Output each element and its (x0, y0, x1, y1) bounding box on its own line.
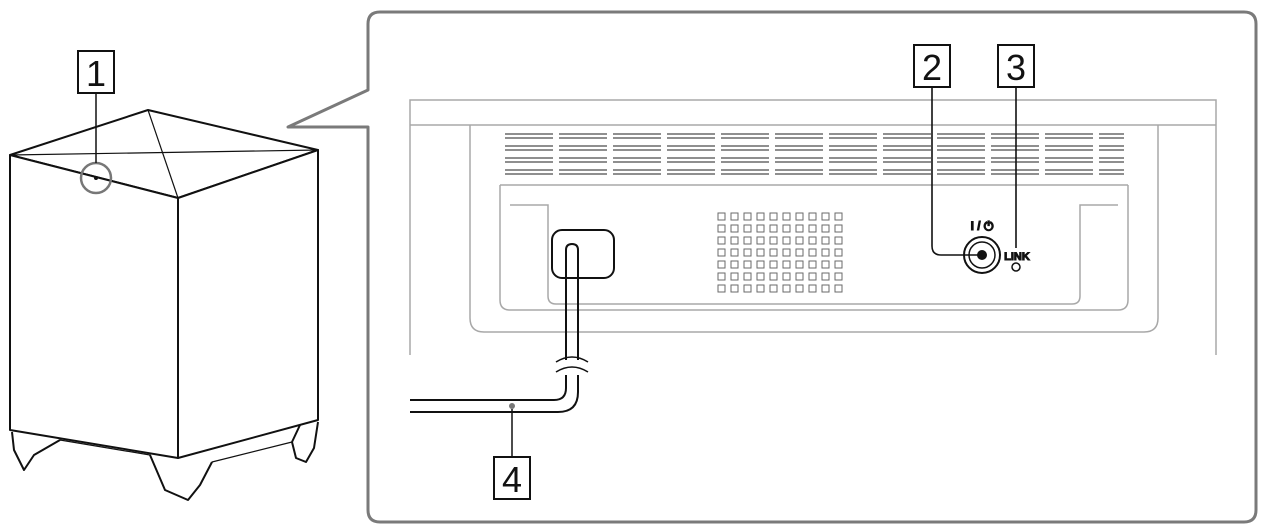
grille-hole (782, 236, 791, 245)
grille-hole (834, 284, 843, 293)
grille-hole (834, 212, 843, 221)
speaker-grille (717, 212, 843, 293)
grille-hole (821, 284, 830, 293)
callout-3-label: 3 (1006, 47, 1026, 88)
subwoofer-left-face (9, 154, 179, 459)
callout-1-label: 1 (86, 53, 106, 94)
power-label: I / ⏻ (971, 219, 994, 233)
grille-hole (821, 236, 830, 245)
grille-hole (795, 260, 804, 269)
grille-hole (756, 248, 765, 257)
grille-hole (743, 248, 752, 257)
grille-hole (717, 248, 726, 257)
link-label: LINK (1004, 251, 1030, 263)
grille-hole (743, 284, 752, 293)
grille-hole (821, 272, 830, 281)
grille-hole (834, 236, 843, 245)
grille-hole (769, 284, 778, 293)
grille-hole (834, 260, 843, 269)
grille-hole (808, 224, 817, 233)
grille-hole (743, 224, 752, 233)
grille-hole (782, 224, 791, 233)
grille-hole (717, 272, 726, 281)
ac-power-cord (410, 229, 615, 456)
grille-hole (782, 260, 791, 269)
grille-hole (808, 272, 817, 281)
grille-hole (756, 236, 765, 245)
subwoofer-right-face (177, 149, 319, 459)
grille-hole (795, 224, 804, 233)
callout-2: 2 (913, 44, 951, 88)
grille-hole (808, 212, 817, 221)
grille-hole (834, 224, 843, 233)
callout-4: 4 (493, 456, 531, 500)
ac-inlet (551, 229, 615, 279)
vent-slots (505, 133, 1124, 175)
grille-hole (782, 248, 791, 257)
front-indicator (94, 176, 98, 180)
callout-4-label: 4 (502, 459, 522, 500)
grille-hole (834, 272, 843, 281)
grille-hole (769, 224, 778, 233)
grille-hole (769, 272, 778, 281)
power-button: I / ⏻ (931, 88, 1001, 274)
grille-hole (717, 260, 726, 269)
grille-hole (782, 284, 791, 293)
grille-hole (743, 260, 752, 269)
grille-hole (769, 260, 778, 269)
grille-hole (769, 212, 778, 221)
zoom-frame (286, 10, 1258, 524)
grille-hole (795, 272, 804, 281)
callout-3: 3 (997, 44, 1035, 88)
grille-hole (756, 272, 765, 281)
subwoofer-unit (9, 94, 319, 501)
grille-hole (769, 248, 778, 257)
grille-hole (730, 248, 739, 257)
callout-1: 1 (77, 50, 115, 94)
grille-hole (730, 284, 739, 293)
grille-hole (795, 236, 804, 245)
grille-hole (717, 236, 726, 245)
grille-hole (756, 212, 765, 221)
grille-hole (717, 212, 726, 221)
grille-hole (756, 284, 765, 293)
grille-hole (821, 212, 830, 221)
rear-panel (409, 99, 1217, 355)
grille-hole (730, 212, 739, 221)
callout-2-label: 2 (922, 47, 942, 88)
grille-hole (795, 248, 804, 257)
grille-hole (769, 236, 778, 245)
grille-hole (730, 272, 739, 281)
grille-hole (808, 284, 817, 293)
grille-hole (730, 236, 739, 245)
grille-hole (717, 224, 726, 233)
grille-hole (743, 212, 752, 221)
grille-hole (808, 260, 817, 269)
grille-hole (756, 224, 765, 233)
grille-hole (821, 260, 830, 269)
grille-hole (795, 212, 804, 221)
grille-hole (743, 272, 752, 281)
grille-hole (782, 212, 791, 221)
grille-hole (795, 284, 804, 293)
grille-hole (808, 236, 817, 245)
grille-hole (821, 248, 830, 257)
grille-hole (730, 224, 739, 233)
grille-hole (808, 248, 817, 257)
grille-hole (834, 248, 843, 257)
grille-hole (756, 260, 765, 269)
link-indicator: LINK (1004, 88, 1030, 272)
grille-hole (743, 236, 752, 245)
grille-hole (717, 284, 726, 293)
grille-hole (821, 224, 830, 233)
grille-hole (730, 260, 739, 269)
grille-hole (782, 272, 791, 281)
